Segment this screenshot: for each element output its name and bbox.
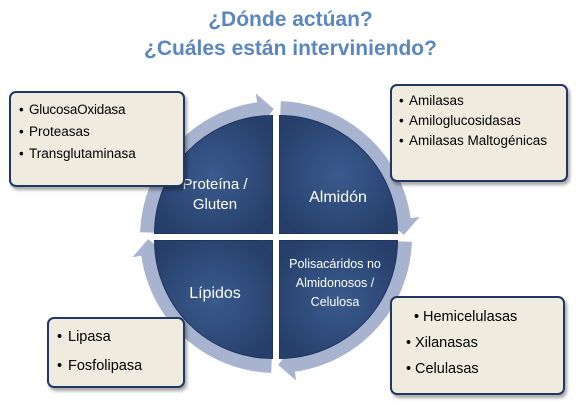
bullet-icon: • [414,309,420,325]
enzyme-list-item: • Amiloglucosidasas [399,111,562,131]
arrow-segment-bottom-left [132,239,272,373]
enzyme-name: Celulasas [415,361,479,377]
enzyme-name: Proteasas [29,124,90,139]
bullet-icon: • [19,102,24,117]
title-line-2: ¿Cuáles están interviniendo? [144,37,437,60]
enzyme-list-starch: • Amilasas • Amiloglucosidasas • Amilasas Mal… [399,91,562,151]
title-line-1: ¿Dónde actúan? [208,8,373,31]
arrow-segment-bottom-right [278,241,412,381]
quadrant-label-protein-gluten: Proteína / Gluten [182,176,248,213]
enzyme-list-item: • Amilasas [399,91,562,111]
quadrant-label-lipids: Lípidos [189,285,241,302]
bullet-icon: • [19,124,24,139]
enzyme-name: Amilasas Maltogénicas [409,133,548,148]
bullet-icon: • [399,93,404,108]
enzyme-list-item: • Fosfolipasa [57,352,179,381]
bullet-icon: • [399,133,404,148]
enzyme-list-item: •Hemicelulasas [406,304,559,330]
enzyme-list-item: • Lipasa [57,323,179,352]
enzyme-name: Fosfolipasa [68,358,143,374]
enzyme-list-item: • Transglutaminasa [19,143,179,165]
quadrant-bottom-right [279,240,399,360]
bullet-icon: • [399,113,404,128]
quadrant-bottom-left [153,240,273,360]
enzyme-name: Amilasas [409,93,464,108]
enzyme-list-lipids: • Lipasa • Fosfolipasa [57,323,179,381]
enzyme-name: Lipasa [68,329,111,345]
bullet-icon: • [19,146,24,161]
enzyme-name: Transglutaminasa [29,146,136,161]
quadrant-label-non-starch-polysaccharides: Polisacáridos no Almidonosos / Celulosa [289,257,381,309]
enzyme-box-protein: • GlucosaOxidasa • Proteasas • Transglutamina… [9,91,185,187]
enzyme-name: Amiloglucosidasas [409,113,521,128]
enzyme-list-polysaccharides: •Hemicelulasas•Xilanasas•Celulasas [406,304,559,382]
quadrant-label-starch: Almidón [309,189,367,206]
bullet-icon: • [406,335,412,351]
enzyme-box-polysaccharides: •Hemicelulasas•Xilanasas•Celulasas [390,296,565,395]
bullet-icon: • [57,329,63,345]
enzyme-box-starch: • Amilasas • Amiloglucosidasas • Amilasas Mal… [390,84,568,182]
enzyme-list-item: • GlucosaOxidasa [19,99,179,121]
enzyme-list-item: •Xilanasas [406,330,559,356]
quadrant-group [153,114,399,360]
enzyme-list-item: • Proteasas [19,121,179,143]
enzyme-list-item: •Celulasas [406,356,559,382]
bullet-icon: • [57,358,63,374]
enzyme-name: Hemicelulasas [423,309,518,325]
enzyme-name: Xilanasas [415,335,478,351]
enzyme-list-protein: • GlucosaOxidasa • Proteasas • Transglutamina… [19,99,179,165]
enzyme-list-item: • Amilasas Maltogénicas [399,131,562,151]
enzyme-box-lipids: • Lipasa • Fosfolipasa [47,317,185,388]
quadrant-top-left [153,114,273,234]
enzyme-name: GlucosaOxidasa [29,102,126,117]
quadrant-top-right [279,114,399,234]
bullet-icon: • [406,361,412,377]
